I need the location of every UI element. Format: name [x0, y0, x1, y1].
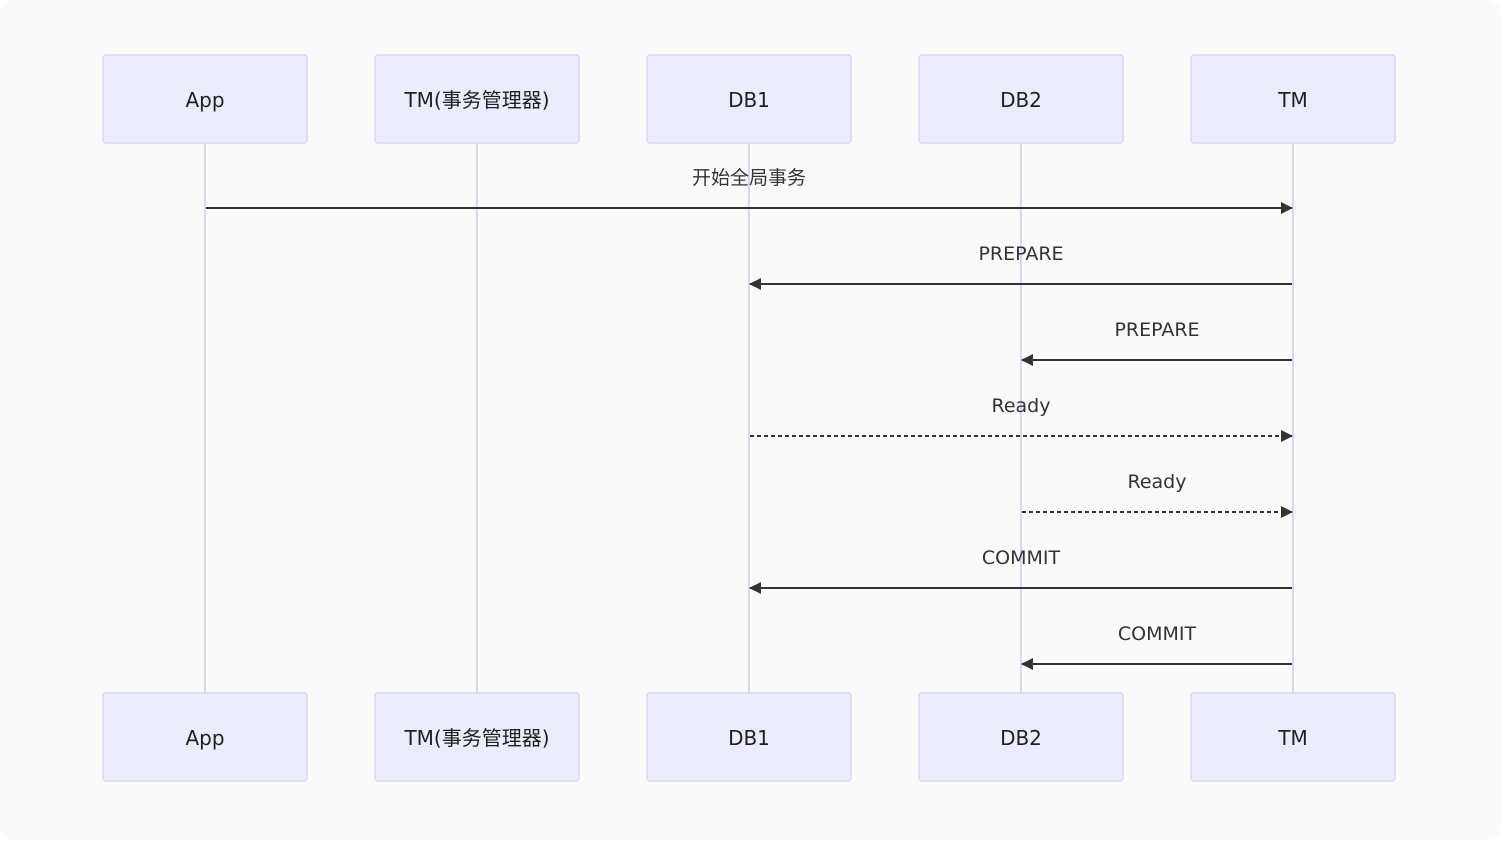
actor-box — [646, 692, 852, 782]
message-7[interactable]: COMMIT — [1021, 623, 1292, 670]
message-label: PREPARE — [978, 243, 1063, 265]
messages: 开始全局事务PREPAREPREPAREReadyReadyCOMMITCOMM… — [206, 167, 1293, 670]
actor-label: TM — [1277, 88, 1307, 112]
message-label: 开始全局事务 — [692, 167, 806, 189]
message-label: Ready — [992, 395, 1051, 417]
message-4[interactable]: Ready — [750, 395, 1293, 442]
actors-bottom: App TM(事务管理器) DB1 DB2 TM — [102, 692, 1396, 782]
actor-db2-bottom[interactable]: DB2 — [918, 692, 1124, 782]
message-1[interactable]: 开始全局事务 — [206, 167, 1293, 214]
actor-box — [374, 692, 580, 782]
actor-box — [102, 692, 308, 782]
message-label: COMMIT — [1118, 623, 1197, 645]
actor-tm_cn-top[interactable]: TM(事务管理器) — [374, 54, 580, 144]
actor-label: DB1 — [728, 726, 770, 750]
actor-label: App — [185, 88, 224, 112]
actor-label: DB2 — [1000, 88, 1042, 112]
message-label: COMMIT — [982, 547, 1061, 569]
message-6[interactable]: COMMIT — [749, 547, 1292, 594]
message-2[interactable]: PREPARE — [749, 243, 1292, 290]
actor-label: App — [185, 726, 224, 750]
actor-box — [374, 54, 580, 144]
actor-box — [646, 54, 852, 144]
actor-app-top[interactable]: App — [102, 54, 308, 144]
actor-label: TM(事务管理器) — [403, 726, 549, 750]
actor-app-bottom[interactable]: App — [102, 692, 308, 782]
actor-db1-top[interactable]: DB1 — [646, 54, 852, 144]
actor-db1-bottom[interactable]: DB1 — [646, 692, 852, 782]
actors-top: App TM(事务管理器) DB1 DB2 TM — [102, 54, 1396, 144]
actor-tm-top[interactable]: TM — [1190, 54, 1396, 144]
actor-box — [102, 54, 308, 144]
actor-db2-top[interactable]: DB2 — [918, 54, 1124, 144]
message-3[interactable]: PREPARE — [1021, 319, 1292, 366]
actor-label: DB2 — [1000, 726, 1042, 750]
actor-box — [918, 54, 1124, 144]
actor-tm-bottom[interactable]: TM — [1190, 692, 1396, 782]
actor-box — [918, 692, 1124, 782]
message-label: PREPARE — [1114, 319, 1199, 341]
actor-label: DB1 — [728, 88, 770, 112]
actor-box — [1190, 54, 1396, 144]
message-label: Ready — [1128, 471, 1187, 493]
actor-label: TM(事务管理器) — [403, 88, 549, 112]
actor-box — [1190, 692, 1396, 782]
actor-label: TM — [1277, 726, 1307, 750]
message-5[interactable]: Ready — [1022, 471, 1293, 518]
lifelines — [204, 143, 1294, 693]
actor-tm_cn-bottom[interactable]: TM(事务管理器) — [374, 692, 580, 782]
